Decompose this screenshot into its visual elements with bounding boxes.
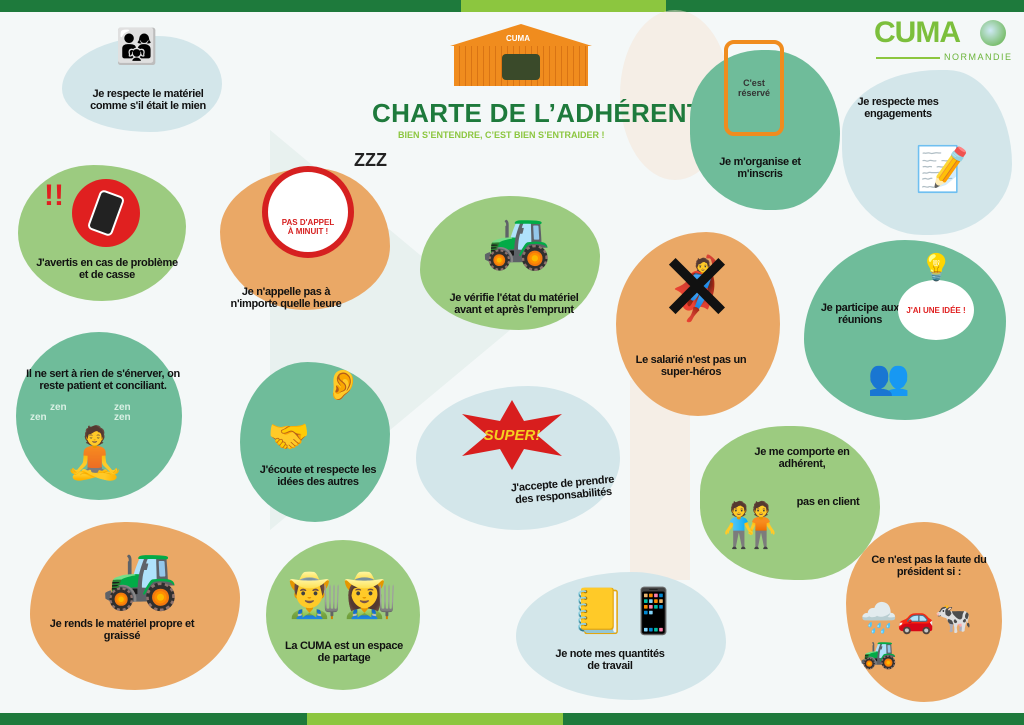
item-text: Je respecte le matériel comme s'il était… <box>90 88 206 112</box>
item-text: Ce n'est pas la faute du président si : <box>871 554 987 578</box>
reserved-label: C'est réservé <box>737 78 771 98</box>
family-icon: 👨‍👩‍👧 <box>115 28 159 66</box>
item-responsabilites: SUPER! J'accepte de prendre des responsa… <box>416 386 620 530</box>
item-superheros: 🦸✕ Le salarié n'est pas un super-héros <box>616 232 780 416</box>
bottom-stripe <box>0 713 1024 725</box>
super-burst-icon: SUPER! <box>462 400 562 470</box>
farmers-coffee-icon: 👨‍🌾👩‍🌾 <box>287 571 397 620</box>
lightbulb-icon: 💡 <box>920 252 953 282</box>
item-text: La CUMA est un espace de partage <box>285 640 403 664</box>
item-adherent: Je me comporte en adhérent, pas en clien… <box>700 426 880 580</box>
item-engagements: Je respecte mes engagements 📝 <box>842 70 1012 235</box>
listen-handshake-icon: 🤝 <box>267 418 311 456</box>
zen-label: zen <box>114 402 131 413</box>
item-proprete: 🚜 Je rends le matériel propre et graissé <box>30 522 240 690</box>
item-text: Je n'appelle pas à n'importe quelle heur… <box>230 286 342 310</box>
notebook-phone-icon: 📒📱 <box>571 587 681 636</box>
barn-logo-text: CUMA <box>506 34 530 43</box>
ear-icon: 👂 <box>324 369 362 402</box>
meeting-icon: 👥 <box>867 359 911 397</box>
idea-label: J'AI UNE IDÉE ! <box>906 305 966 315</box>
zen-label: zen <box>30 412 47 423</box>
super-label: SUPER! <box>483 426 541 444</box>
top-stripe <box>0 0 1024 12</box>
superhero-crossed-icon: 🦸✕ <box>656 235 738 342</box>
brand-name: CUMA <box>874 16 961 49</box>
page-title: CHARTE DE L’ADHÉRENT <box>372 98 704 128</box>
item-text: Je note mes quantités de travail <box>555 648 665 672</box>
item-reunions: Je participe aux réunions J'AI UNE IDÉE … <box>804 240 1006 420</box>
leaf-icon <box>980 20 1006 46</box>
item-president: Ce n'est pas la faute du président si : … <box>846 522 1002 702</box>
item-text: J'avertis en cas de problème et de casse <box>36 257 178 281</box>
page-subtitle: BIEN S’ENTENDRE, C’EST BIEN S’ENTRAIDER … <box>398 130 605 140</box>
zzz-label: ZZZ <box>354 150 387 170</box>
barn-logo: CUMA <box>450 24 592 86</box>
item-text: Je m'organise et m'inscris <box>719 156 801 180</box>
item-text: J'écoute et respecte les idées des autre… <box>259 464 377 488</box>
clock-label: PAS D'APPEL À MINUIT ! <box>281 218 335 236</box>
contract-handshake-icon: 📝 <box>914 145 970 194</box>
item-partage: 👨‍🌾👩‍🌾 La CUMA est un espace de partage <box>266 540 420 690</box>
people-talking-icon: 🧑‍🤝‍🧑 <box>722 501 778 550</box>
item-text: pas en client <box>796 496 860 508</box>
phone-alert-icon <box>72 179 140 247</box>
item-zen: Il ne sert à rien de s'énerver, on reste… <box>16 332 182 500</box>
zen-label: zen <box>50 402 67 413</box>
item-text: Il ne sert à rien de s'énerver, on reste… <box>26 368 180 392</box>
item-text: Je participe aux réunions <box>820 302 900 326</box>
tractor-inspection-icon: 🚜 <box>482 208 552 271</box>
item-organise: C'est réservé Je m'organise et m'inscris <box>690 40 840 210</box>
item-respect-materiel: 👨‍👩‍👧 Je respecte le matériel comme s'il… <box>62 28 222 132</box>
idea-cloud-icon: J'AI UNE IDÉE ! <box>898 280 974 340</box>
item-text: Je rends le matériel propre et graissé <box>49 618 195 642</box>
item-text: Je respecte mes engagements <box>857 96 939 120</box>
alarm-clock-icon: PAS D'APPEL À MINUIT ! <box>262 166 354 258</box>
exclamation-icon: !! <box>44 179 64 212</box>
tractor-washing-icon: 🚜 <box>102 542 180 612</box>
item-appel: PAS D'APPEL À MINUIT ! ZZZ Je n'appelle … <box>220 150 390 310</box>
phone-booking-icon: C'est réservé <box>724 40 784 136</box>
item-text: Je me comporte en adhérent, <box>754 446 850 470</box>
item-text: Le salarié n'est pas un super-héros <box>635 354 747 378</box>
brand-region: NORMANDIE <box>944 52 1013 62</box>
meditation-icon: 🧘 <box>63 424 127 481</box>
item-text: J'accepte de prendre des responsabilités <box>510 473 615 507</box>
item-text: Je vérifie l'état du matériel avant et a… <box>449 292 579 316</box>
zen-label: zen <box>114 412 131 423</box>
cuma-normandie-logo: CUMA NORMANDIE <box>872 16 1012 66</box>
item-ecoute: 👂 🤝 J'écoute et respecte les idées des a… <box>240 362 390 522</box>
item-avertir: !! J'avertis en cas de problème et de ca… <box>18 165 186 301</box>
item-verifier: 🚜 Je vérifie l'état du matériel avant et… <box>420 196 600 330</box>
item-quantites: 📒📱 Je note mes quantités de travail <box>516 572 726 700</box>
weather-cow-tractor-icon: 🌧️🚗🐄🚜 <box>860 602 973 670</box>
